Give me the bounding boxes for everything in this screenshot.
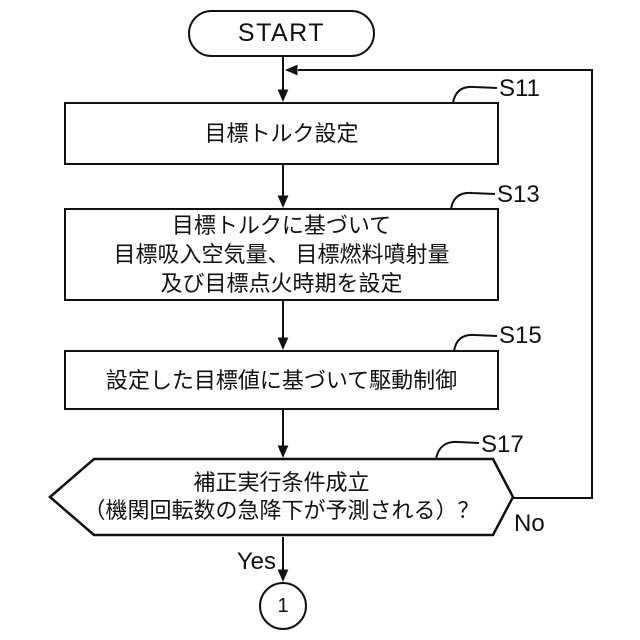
process-box-s15: 設定した目標値に基づいて駆動制御 — [64, 350, 499, 410]
process-text-line: 目標吸入空気量、 目標燃料噴射量 — [113, 242, 450, 267]
decision-text-line: （機関回転数の急降下が予測される）？ — [83, 498, 480, 523]
leader-line-s15 — [453, 333, 498, 352]
arrowhead-no-loop-junction — [285, 64, 298, 76]
decision-hexagon-s17 — [48, 457, 515, 537]
arrowhead-into-s11 — [277, 89, 289, 102]
start-label: START — [237, 19, 326, 47]
arrowhead-into-s17 — [277, 445, 289, 458]
offpage-connector-1: 1 — [259, 582, 307, 630]
branch-label-yes: Yes — [236, 548, 276, 575]
process-text-line: 及び目標点火時期を設定 — [160, 271, 403, 296]
leader-line-s13 — [450, 191, 496, 210]
decision-text-s17: 補正実行条件成立 （機関回転数の急降下が予測される）？ — [50, 459, 513, 535]
leader-line-s17 — [435, 440, 480, 460]
process-text-line: 目標トルクに基づいて — [171, 213, 392, 238]
connector-label: 1 — [277, 594, 289, 617]
arrowhead-into-s15 — [277, 337, 289, 350]
process-box-s11: 目標トルク設定 — [64, 102, 499, 165]
arrowhead-into-s13 — [277, 195, 289, 208]
process-text: 設定した目標値に基づいて駆動制御 — [105, 367, 458, 393]
step-label-s13: S13 — [497, 181, 540, 208]
step-label-s15: S15 — [499, 322, 542, 349]
arrowhead-into-connector — [277, 569, 289, 582]
process-text: 目標トルク設定 — [204, 121, 359, 146]
step-label-s17: S17 — [481, 431, 524, 458]
step-label-s11: S11 — [499, 75, 540, 102]
leader-line-s11 — [452, 85, 498, 104]
branch-label-no: No — [514, 510, 545, 537]
start-terminal: START — [188, 10, 375, 57]
decision-text-line: 補正実行条件成立 — [193, 470, 370, 495]
process-box-s13: 目標トルクに基づいて 目標吸入空気量、 目標燃料噴射量 及び目標点火時期を設定 — [64, 208, 499, 301]
flow-line-no-loop — [298, 69, 593, 499]
